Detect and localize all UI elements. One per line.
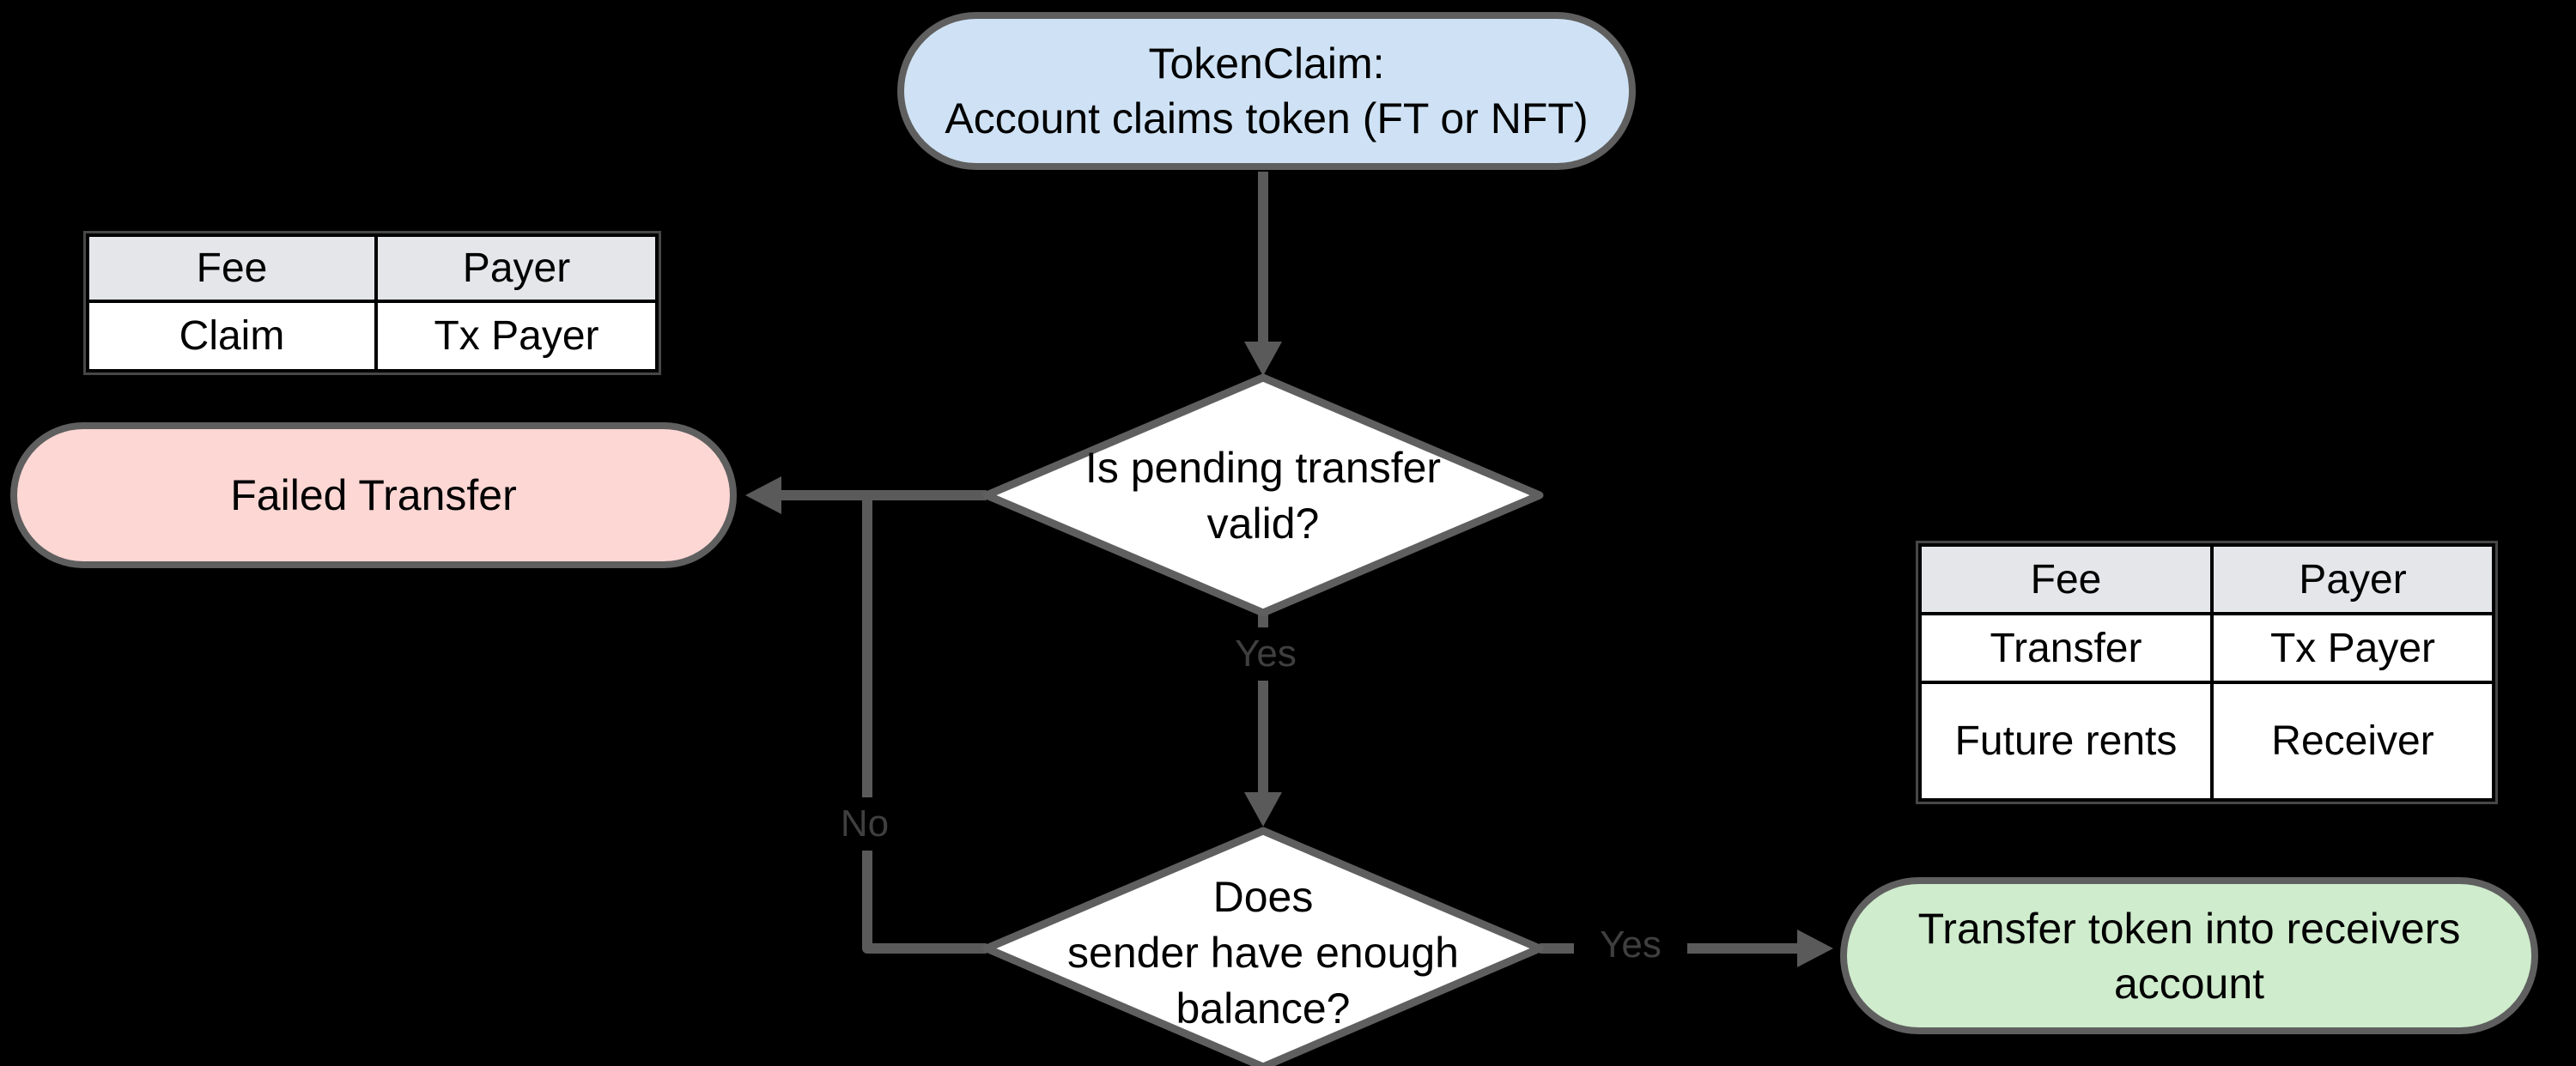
claim-fee-table: Fee Payer Claim Tx Payer — [83, 231, 661, 375]
table-row: Claim Tx Payer — [86, 300, 659, 372]
table-header-cell-payer: Payer — [374, 233, 659, 303]
arrowhead-into-balance-icon — [1244, 792, 1282, 827]
table-header-cell-fee: Fee — [1918, 543, 2214, 615]
node-token-claim-label: TokenClaim: Account claims token (FT or … — [945, 39, 1589, 142]
table-header-cell-fee: Fee — [86, 233, 378, 303]
table-header-row: Fee Payer — [86, 233, 659, 303]
decision-valid-diamond — [982, 373, 1544, 617]
edge-label-balance-no: No — [817, 797, 913, 851]
transfer-fee-table: Fee Payer Transfer Tx Payer Future rents… — [1916, 541, 2498, 804]
table-row: Transfer Tx Payer — [1918, 612, 2495, 684]
node-transfer-success: Transfer token into receivers account — [1840, 877, 2538, 1034]
decision-balance-label: Does sender have enough balance? — [1067, 872, 1459, 1033]
node-failed-transfer: Failed Transfer — [10, 422, 737, 568]
table-cell-payer: Tx Payer — [2210, 612, 2495, 684]
table-header-cell-payer: Payer — [2210, 543, 2495, 615]
table-cell-fee: Claim — [86, 300, 378, 372]
edge-balance-no-to-failed — [862, 495, 987, 954]
node-token-claim: TokenClaim: Account claims token (FT or … — [897, 12, 1636, 170]
edge-label-balance-yes: Yes — [1574, 919, 1687, 971]
table-cell-payer: Receiver — [2210, 681, 2495, 802]
table-cell-fee: Transfer — [1918, 612, 2214, 684]
decision-valid-label: Is pending transfer valid? — [1084, 443, 1442, 548]
table-cell-payer: Tx Payer — [374, 300, 659, 372]
table-row: Future rents Receiver — [1918, 681, 2495, 802]
table-header-row: Fee Payer — [1918, 543, 2495, 615]
arrowhead-into-valid-icon — [1244, 342, 1282, 376]
arrowhead-into-success-icon — [1797, 930, 1833, 967]
node-transfer-success-label: Transfer token into receivers account — [1917, 904, 2461, 1008]
arrowhead-into-failed-icon — [745, 476, 781, 514]
node-failed-transfer-label: Failed Transfer — [230, 471, 517, 519]
decision-balance-diamond — [982, 827, 1544, 1066]
edge-label-valid-yes: Yes — [1209, 627, 1322, 681]
table-cell-fee: Future rents — [1918, 681, 2214, 802]
